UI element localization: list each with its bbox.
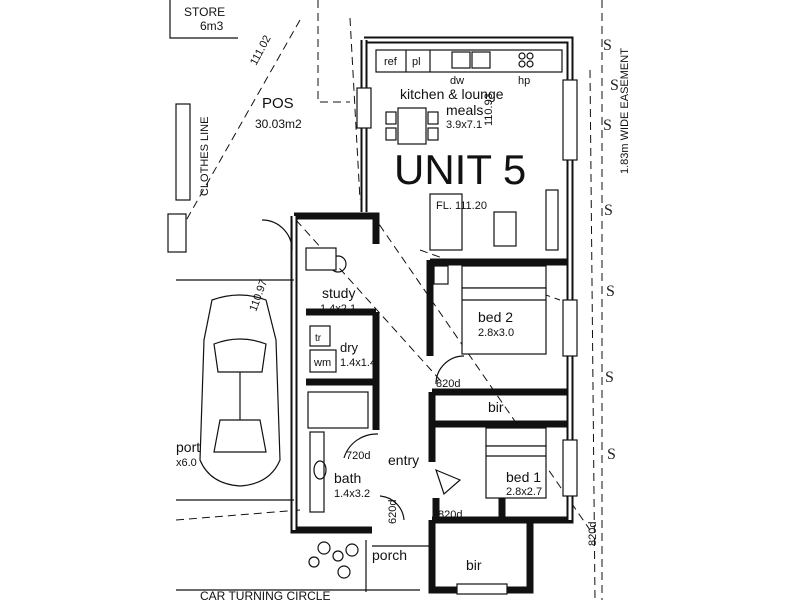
bed1-label: bed 1 [506, 469, 541, 485]
sewer-marker: S [603, 37, 612, 54]
kitchen-label: kitchen & lounge [400, 86, 504, 102]
shower [307, 391, 369, 429]
meals-label: meals [446, 102, 483, 118]
unit-walls [290, 36, 574, 594]
door-820d-right: 820d [587, 522, 599, 546]
sewer-marker: S [606, 283, 615, 300]
windows [356, 79, 578, 595]
sewer-marker: S [603, 117, 612, 134]
unit-title: UNIT 5 [394, 146, 526, 193]
bed1-furniture [485, 427, 547, 499]
sewer-marker: S [604, 202, 613, 219]
bed2-size: 2.8x3.0 [478, 327, 514, 339]
door-820d-upper: 820d [436, 378, 460, 390]
dry-size: 1.4x1.4 [340, 357, 376, 369]
door-620d: 620d [387, 500, 399, 524]
store-size: 6m3 [200, 19, 224, 33]
clothes-line-frame [175, 103, 191, 201]
store-label: STORE [184, 5, 225, 19]
hp-label: hp [518, 75, 530, 87]
dw-label: dw [450, 75, 464, 87]
sewer-marker: S [607, 446, 616, 463]
sewer-marker: S [605, 369, 614, 386]
sewer-markers: S S S S S S S [603, 37, 619, 463]
carport-label: port [176, 439, 200, 455]
door-720d: 720d [346, 450, 370, 462]
bath-label: bath [334, 470, 361, 486]
bath-size: 1.4x3.2 [334, 488, 370, 500]
study-label: study [322, 285, 355, 301]
vanity [309, 431, 325, 513]
porch-label: porch [372, 547, 407, 563]
tr-label: tr [315, 333, 322, 344]
level-kitchen: 110.93 [483, 93, 495, 126]
pl-label: pl [412, 56, 421, 68]
kitchen-size: 3.9x7.1 [446, 119, 482, 131]
carport-size: x6.0 [176, 457, 197, 469]
porch-planting [308, 540, 367, 592]
sewer-marker: S [610, 77, 619, 94]
pos-label: POS [262, 95, 294, 112]
easement-label: 1.83m WIDE EASEMENT [619, 48, 631, 174]
dining-table [385, 107, 439, 145]
store-outline [169, 0, 238, 39]
washing-machine [309, 349, 337, 373]
lounge-furniture [429, 189, 559, 251]
study-desk [305, 247, 337, 271]
bed2-furniture [433, 265, 547, 355]
entry-arrow [435, 468, 462, 496]
entry-label: entry [388, 452, 419, 468]
pos-area: 30.03m2 [255, 117, 302, 131]
kitchen-bench [375, 49, 563, 73]
bed2-label: bed 2 [478, 309, 513, 325]
study-size: 1.4x2.1 [320, 303, 356, 315]
ref-label: ref [384, 56, 398, 68]
car [199, 294, 281, 487]
level-top-left: 111.02 [248, 34, 274, 68]
bed1-size: 2.8x2.7 [506, 486, 542, 498]
study-door-swing [261, 219, 293, 251]
bir-top-label: bir [488, 399, 504, 415]
bath-door-swing [343, 433, 379, 459]
toilet [313, 460, 327, 480]
door-820d-lower: 820d [438, 509, 462, 521]
car-turning-label: CAR TURNING CIRCLE [200, 589, 330, 600]
trough [309, 325, 331, 347]
dry-label: dry [340, 340, 359, 355]
floor-level: FL. 111.20 [436, 200, 487, 212]
fence-post [167, 213, 187, 253]
wm-label: wm [313, 357, 331, 369]
entry-door-swing [379, 495, 405, 521]
bed2-door-swing [435, 355, 465, 385]
bir-bottom-label: bir [466, 557, 482, 573]
clothes-line-label: CLOTHES LINE [199, 117, 211, 196]
